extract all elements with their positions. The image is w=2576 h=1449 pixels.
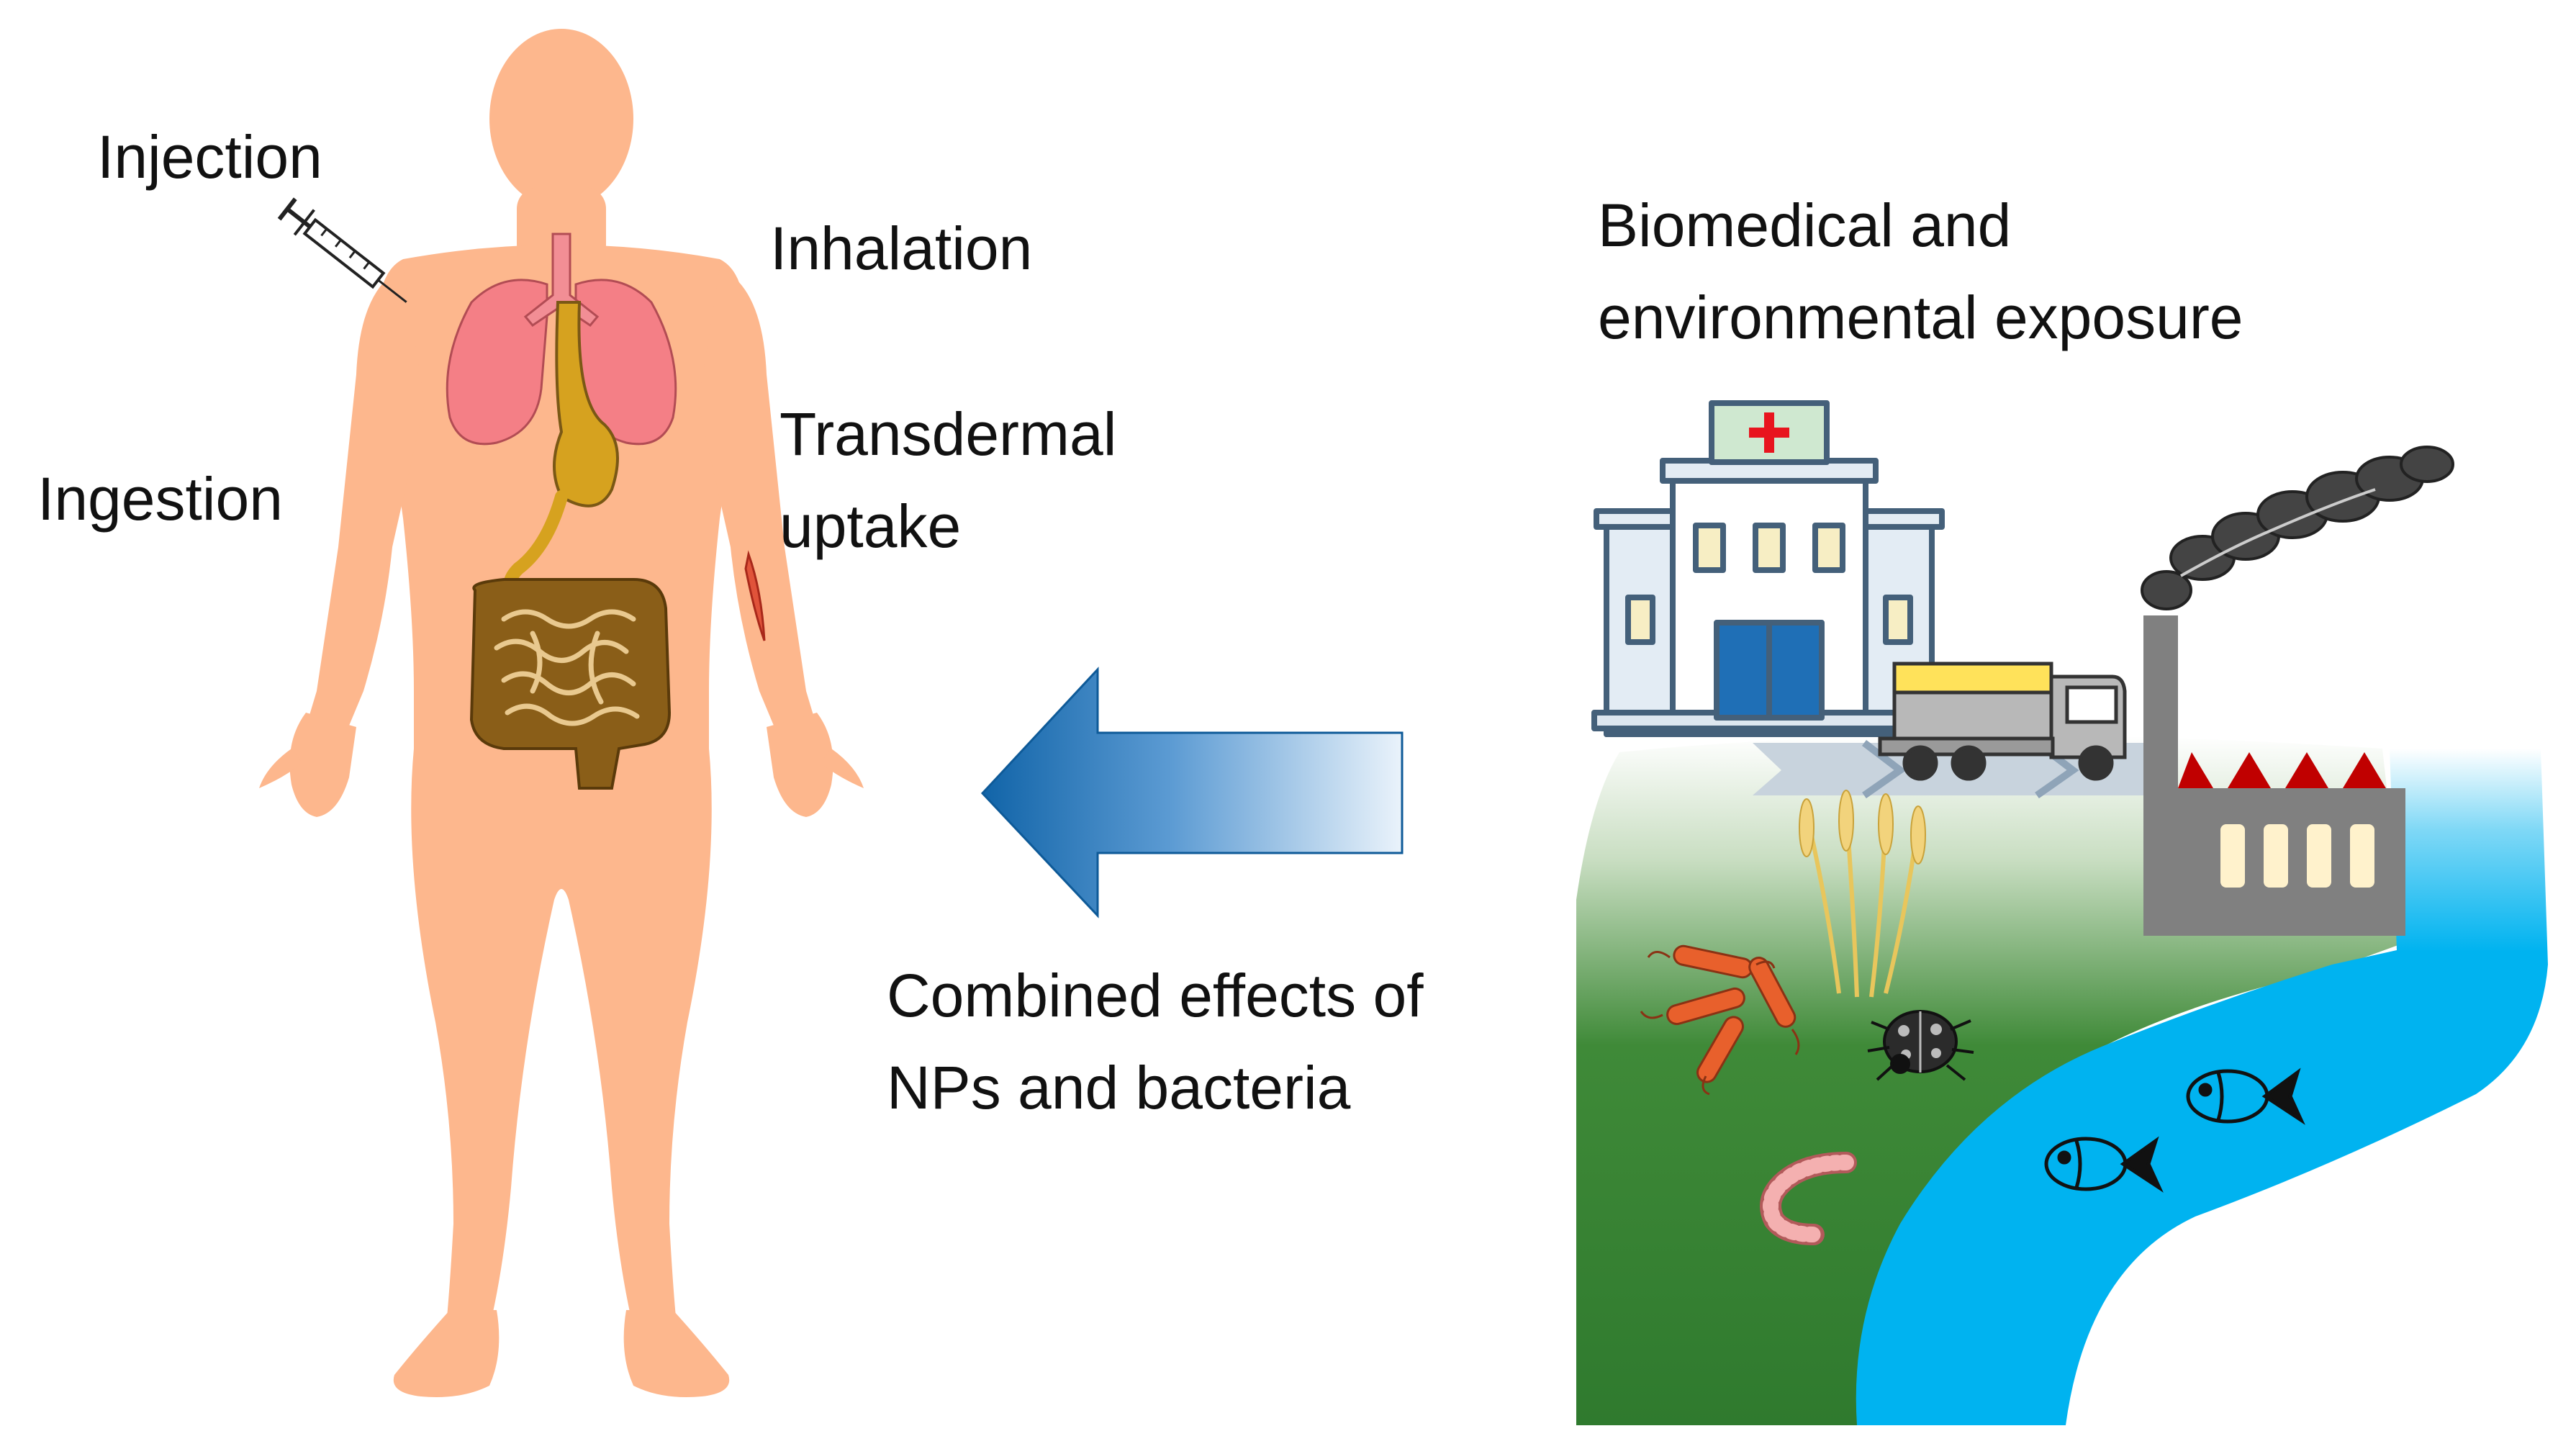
fish-icon bbox=[2044, 1136, 2164, 1193]
wheat-icon bbox=[1799, 790, 1926, 998]
ladybug-icon bbox=[1867, 1010, 1974, 1081]
label-inhalation: Inhalation bbox=[770, 215, 1033, 282]
hospital-icon bbox=[1591, 400, 1947, 737]
label-transdermal-line1: Transdermal bbox=[779, 400, 1117, 468]
factory-icon bbox=[2143, 615, 2405, 936]
fish-icon bbox=[2186, 1067, 2305, 1125]
label-transdermal-line2: uptake bbox=[779, 492, 962, 560]
smoke-icon bbox=[2141, 446, 2454, 610]
label-transdermal-uptake: Transdermal uptake bbox=[779, 389, 1116, 572]
worm-icon bbox=[1760, 1152, 1857, 1245]
truck-icon bbox=[1878, 662, 2127, 781]
label-exposure-line2: environmental exposure bbox=[1598, 283, 2243, 351]
label-combined-effects: Combined effects of NPs and bacteria bbox=[887, 950, 1424, 1134]
human-body-icon bbox=[259, 29, 864, 1397]
wound-icon bbox=[744, 550, 766, 641]
bacteria-icon bbox=[1666, 944, 1797, 1083]
syringe-icon bbox=[277, 197, 407, 303]
intestine-icon bbox=[469, 578, 672, 790]
label-combined-line1: Combined effects of bbox=[887, 962, 1424, 1029]
lungs-icon bbox=[446, 233, 677, 446]
label-injection: Injection bbox=[97, 123, 322, 191]
label-combined-line2: NPs and bacteria bbox=[887, 1053, 1351, 1121]
label-exposure: Biomedical and environmental exposure bbox=[1598, 180, 2243, 364]
label-ingestion: Ingestion bbox=[37, 465, 283, 533]
exposure-arrow-icon bbox=[980, 667, 1404, 918]
label-exposure-line1: Biomedical and bbox=[1598, 191, 2012, 259]
